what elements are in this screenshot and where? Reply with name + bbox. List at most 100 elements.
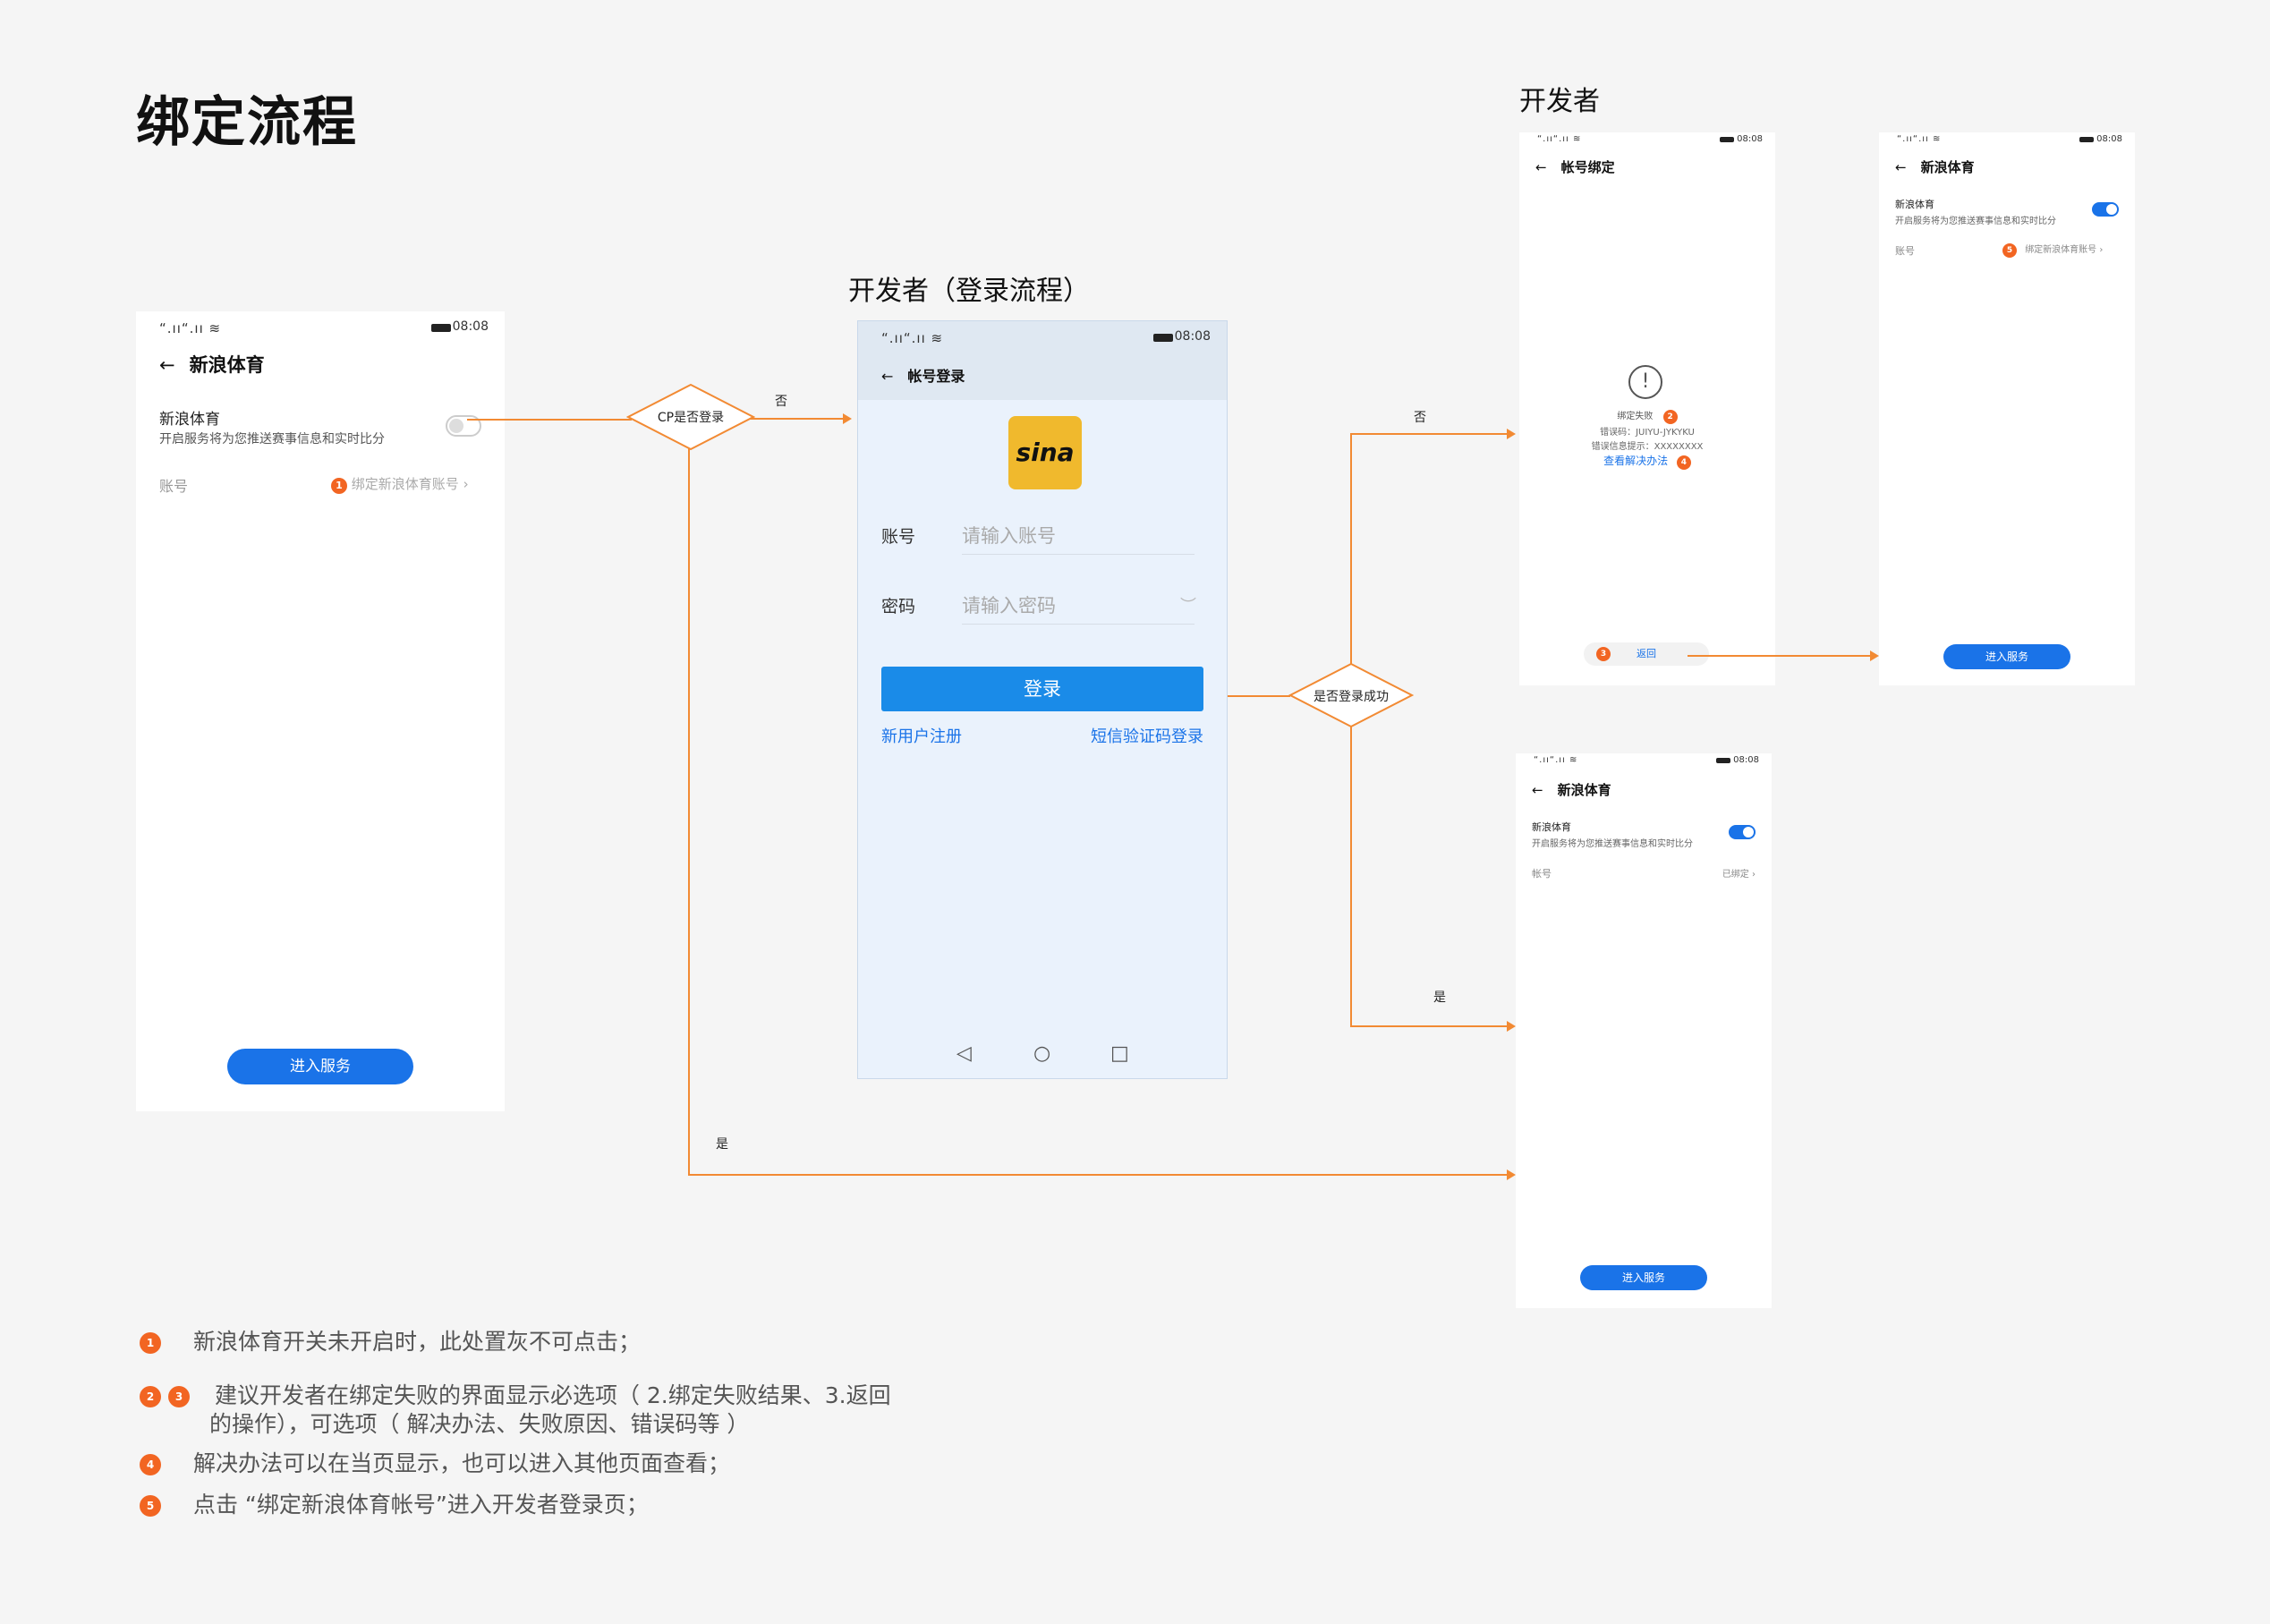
note-badge-4: 4	[140, 1454, 161, 1475]
account-label: 账号	[159, 478, 189, 495]
header-title: 新浪体育	[1920, 159, 1975, 175]
page-header: ← 新浪体育	[159, 351, 265, 378]
battery-icon	[1153, 334, 1173, 342]
account-value: 绑定新浪体育账号	[351, 476, 459, 492]
status-bar: “.ıı“.ıı ≋ 08:08	[1516, 753, 1772, 789]
decision1-yes-label: 是	[716, 1137, 728, 1152]
note-badge-5: 5	[140, 1495, 161, 1517]
connector-decision2-no-right	[1350, 433, 1511, 435]
status-bar: “.ıı“.ıı ≋ 08:08	[1879, 132, 2135, 168]
badge-1: 1	[331, 478, 347, 494]
back-arrow-icon[interactable]: ←	[1535, 159, 1547, 175]
connector-decision2-no-up	[1350, 433, 1352, 666]
connector-decision2-yes-right	[1350, 1025, 1511, 1027]
connector-decision1-no	[748, 418, 848, 420]
chevron-right-icon: ›	[463, 476, 469, 492]
header-title: 新浪体育	[189, 354, 265, 376]
back-arrow-icon[interactable]: ←	[881, 368, 894, 385]
connector-toggle-to-decision1	[467, 419, 632, 421]
switch-title: 新浪体育	[1532, 821, 1571, 833]
password-input[interactable]: 请输入密码	[962, 591, 1195, 625]
nav-back-icon[interactable]: ◁	[956, 1042, 972, 1065]
connector-decision1-yes-down	[688, 447, 690, 1174]
note-badge-2: 2	[140, 1386, 161, 1407]
back-arrow-icon[interactable]: ←	[1532, 782, 1543, 798]
header-title: 新浪体育	[1557, 782, 1611, 798]
note-2-text: 建议开发者在绑定失败的界面显示必选项（ 2.绑定失败结果、3.返回	[214, 1382, 891, 1408]
note-badge-3: 3	[168, 1386, 190, 1407]
phone-screen-bound: “.ıı“.ıı ≋ 08:08 ← 新浪体育 新浪体育 开启服务将为您推送赛事信…	[1516, 753, 1772, 1308]
page-header: ← 新浪体育	[1532, 780, 1611, 799]
status-bar: “.ıı“.ıı ≋ 08:08	[136, 311, 505, 347]
back-button[interactable]: 3 返回	[1584, 642, 1709, 666]
signal-icon: “.ıı“.ıı ≋	[159, 320, 222, 336]
account-input[interactable]: 请输入账号	[962, 522, 1195, 555]
connector-decision1-yes-right	[688, 1174, 1511, 1176]
account-row[interactable]: 5 绑定新浪体育账号 ›	[2002, 242, 2103, 258]
battery-icon	[431, 324, 451, 332]
switch-title: 新浪体育	[159, 411, 220, 429]
back-button-label: 返回	[1637, 648, 1656, 659]
header-title: 帐号登录	[907, 368, 965, 385]
account-value: 已绑定	[1722, 870, 1749, 880]
status-time: 08:08	[2096, 134, 2122, 144]
account-row[interactable]: 已绑定 ›	[1722, 866, 1756, 880]
service-toggle[interactable]	[2092, 202, 2119, 217]
account-row[interactable]: 1 绑定新浪体育账号 ›	[331, 474, 469, 494]
sina-logo: sina	[1008, 416, 1082, 489]
phone-screen-bind-failed: “.ıı“.ıı ≋ 08:08 ←帐号绑定 ! 绑定失败 2 错误码：JUIY…	[1519, 132, 1775, 685]
badge-5: 5	[2002, 243, 2017, 258]
enter-service-button[interactable]: 进入服务	[227, 1049, 413, 1084]
eye-closed-icon[interactable]: ︶	[1180, 597, 1196, 616]
status-time: 08:08	[452, 319, 489, 334]
chevron-right-icon: ›	[2099, 245, 2104, 255]
decision1-no-label: 否	[775, 395, 787, 409]
nav-recent-icon[interactable]: □	[1110, 1042, 1129, 1065]
switch-description: 开启服务将为您推送赛事信息和实时比分	[1895, 217, 2056, 226]
battery-icon	[1716, 758, 1730, 763]
page-header: ←帐号绑定	[1535, 157, 1615, 176]
connector-back-to-settings	[1688, 655, 1872, 657]
signal-icon: “.ıı“.ıı ≋	[881, 330, 944, 346]
status-time: 08:08	[1174, 329, 1211, 344]
switch-title: 新浪体育	[1895, 199, 1934, 210]
note-2-text-line2: 的操作），可选项（ 解决办法、失败原因、错误码等 ）	[209, 1411, 750, 1437]
solution-link[interactable]: 查看解决办法	[1603, 455, 1669, 467]
nav-home-icon[interactable]: ○	[1033, 1042, 1051, 1065]
enter-service-button[interactable]: 进入服务	[1580, 1265, 1707, 1290]
signal-icon: “.ıı“.ıı ≋	[1537, 134, 1582, 144]
warning-icon: !	[1628, 365, 1662, 399]
switch-description: 开启服务将为您推送赛事信息和实时比分	[1532, 839, 1693, 849]
developer-login-flow-label: 开发者（登录流程）	[848, 276, 1090, 307]
back-arrow-icon[interactable]: ←	[159, 354, 175, 376]
phone-screen-login: “.ıı“.ıı ≋ 08:08 ←帐号登录 sina 账号 请输入账号 密码 …	[857, 320, 1228, 1079]
login-button[interactable]: 登录	[881, 667, 1203, 711]
phone-screen-switch-on: “.ıı“.ıı ≋ 08:08 ← 新浪体育 新浪体育 开启服务将为您推送赛事信…	[1879, 132, 2135, 685]
decision2-no-label: 否	[1414, 411, 1426, 425]
decision-login-success-diamond	[1288, 662, 1414, 728]
note-4: 4 解决办法可以在当页显示，也可以进入其他页面查看；	[140, 1450, 730, 1478]
account-value: 绑定新浪体育账号	[2025, 245, 2097, 255]
fail-title: 绑定失败	[1617, 412, 1654, 421]
back-arrow-icon[interactable]: ←	[1895, 159, 1907, 175]
chevron-right-icon: ›	[1752, 870, 1756, 880]
decision-login-success-label: 是否登录成功	[1314, 690, 1389, 704]
arrow-to-login	[843, 413, 852, 424]
sina-logo-text: sina	[1016, 438, 1075, 467]
sms-login-link[interactable]: 短信验证码登录	[1091, 727, 1203, 746]
status-time: 08:08	[1733, 755, 1759, 765]
arrow-to-bound	[1507, 1169, 1516, 1180]
badge-3: 3	[1596, 647, 1611, 661]
enter-service-button[interactable]: 进入服务	[1943, 644, 2070, 669]
note-1: 1 新浪体育开关未开启时，此处置灰不可点击；	[140, 1328, 641, 1356]
status-time: 08:08	[1737, 134, 1763, 144]
service-toggle[interactable]	[1729, 825, 1756, 839]
error-hint: 错误信息提示：XXXXXXXX	[1591, 442, 1704, 452]
arrow-to-settings	[1870, 650, 1879, 661]
note-badge-1: 1	[140, 1332, 161, 1354]
page-title: 绑定流程	[136, 91, 358, 154]
badge-4: 4	[1676, 455, 1691, 470]
register-link[interactable]: 新用户注册	[881, 727, 962, 746]
page-header: ← 新浪体育	[1895, 157, 1975, 176]
